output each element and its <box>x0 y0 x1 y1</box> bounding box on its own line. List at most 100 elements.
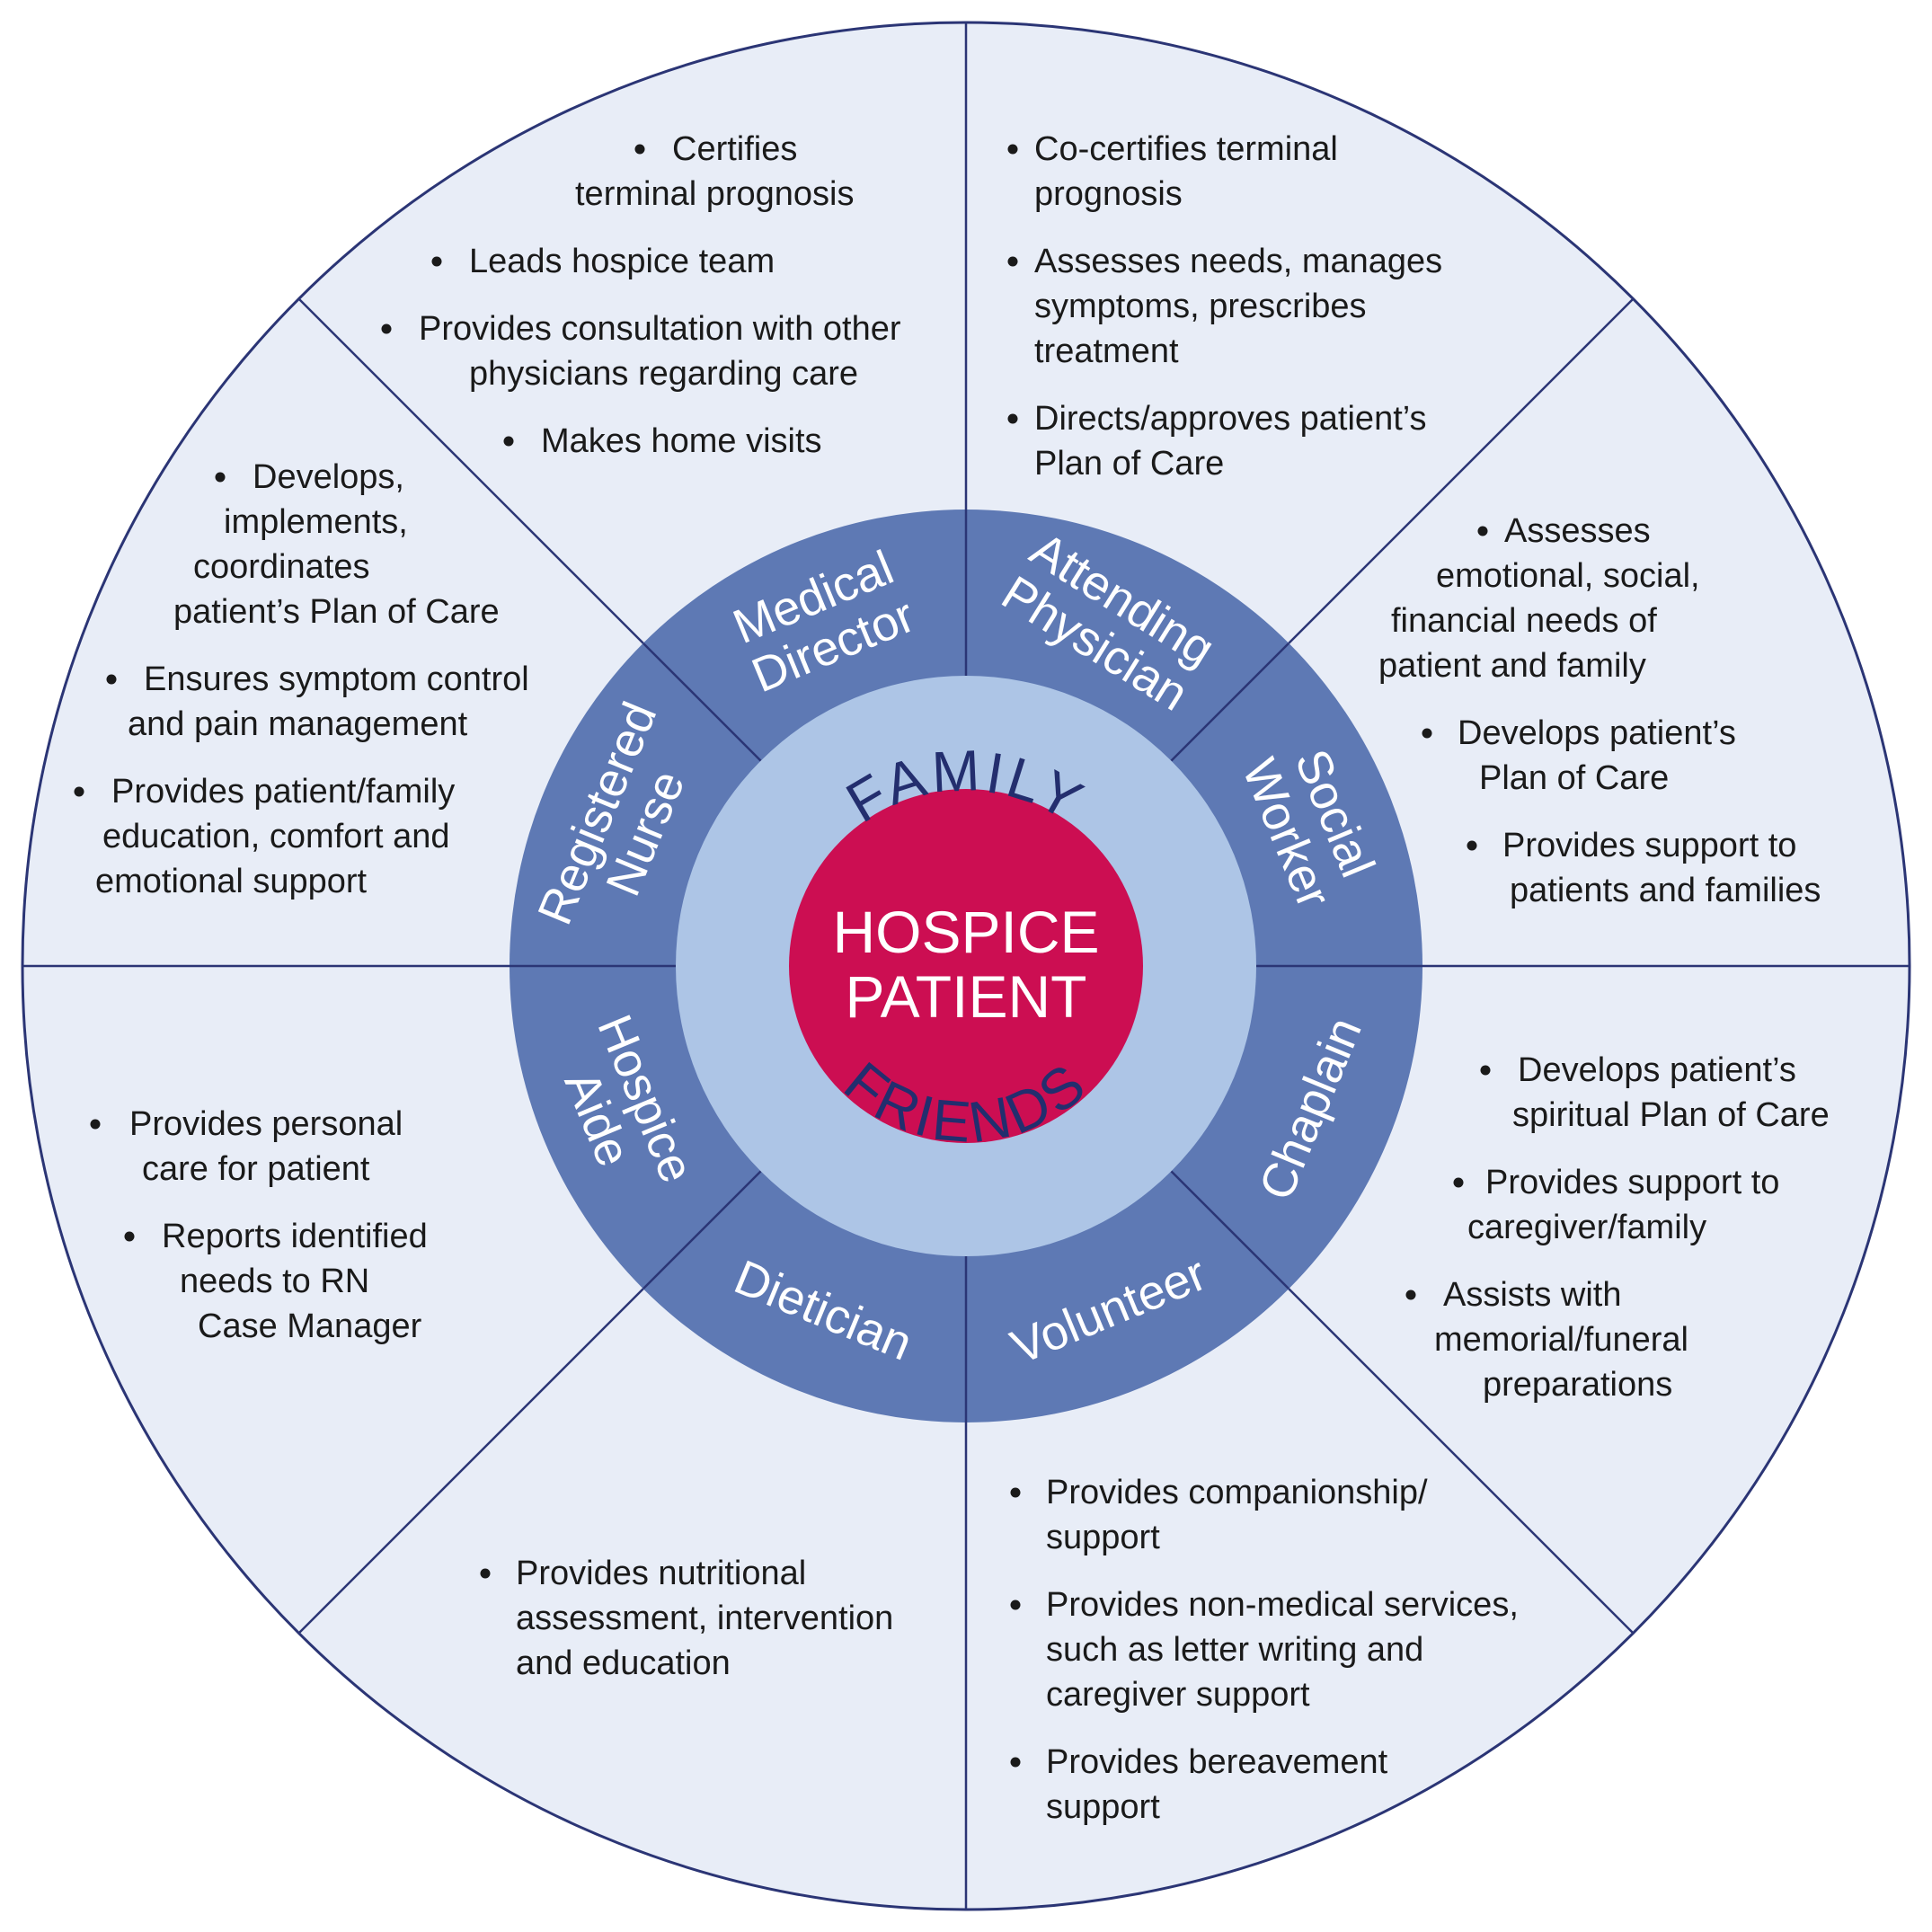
responsibility-line: prognosis <box>1034 175 1183 213</box>
responsibility-line: support <box>1046 1788 1160 1826</box>
bullet-icon <box>106 674 117 685</box>
responsibility-line: Provides nutritional <box>516 1555 806 1592</box>
responsibility-line: and pain management <box>128 705 468 743</box>
responsibility-line: Provides companionship/ <box>1046 1474 1428 1511</box>
bullet-icon <box>1453 1177 1464 1188</box>
bullet-icon <box>1010 1757 1021 1768</box>
responsibility-line: caregiver support <box>1046 1676 1310 1714</box>
responsibilities-registered-nurse: Develops, implements, coordinates patient’s… <box>74 458 529 900</box>
responsibility-line: Plan of Care <box>1479 759 1669 797</box>
responsibility-line: Develops, <box>253 458 404 496</box>
responsibility-line: Provides bereavement <box>1046 1743 1388 1781</box>
responsibility-item: Provides companionship/support <box>1010 1474 1428 1556</box>
responsibility-line: Reports identified <box>162 1218 428 1255</box>
responsibility-line: Develops patient’s <box>1518 1051 1796 1089</box>
responsibility-line: terminal prognosis <box>575 175 854 213</box>
responsibility-line: education, comfort and <box>102 818 450 855</box>
responsibility-item: Leads hospice team <box>431 243 775 280</box>
responsibility-line: patient’s Plan of Care <box>173 593 500 631</box>
bullet-icon <box>1007 256 1018 267</box>
responsibility-line: Makes home visits <box>541 422 822 460</box>
responsibility-line: Provides consultation with other <box>419 310 901 348</box>
bullet-icon <box>431 256 442 267</box>
responsibility-line: assessment, intervention <box>516 1600 893 1637</box>
bullet-icon <box>381 323 392 334</box>
bullet-icon <box>503 436 514 447</box>
responsibility-line: preparations <box>1483 1366 1672 1404</box>
responsibility-line: Co-certifies terminal <box>1034 130 1338 168</box>
responsibility-line: Directs/approves patient’s <box>1034 400 1427 438</box>
responsibility-line: care for patient <box>142 1150 370 1188</box>
responsibility-line: patients and families <box>1510 872 1821 909</box>
bullet-icon <box>1010 1487 1021 1498</box>
responsibility-line: physicians regarding care <box>469 355 858 393</box>
responsibility-item: Provides personal care for patient <box>90 1105 403 1188</box>
responsibility-line: Develops patient’s <box>1458 714 1736 752</box>
responsibility-line: Leads hospice team <box>469 243 775 280</box>
responsibility-line: Provides support to <box>1502 827 1796 864</box>
responsibility-line: emotional, social, <box>1436 557 1700 595</box>
bullet-icon <box>1422 728 1432 739</box>
responsibility-item: Provides consultation with other physicia… <box>381 310 901 393</box>
responsibility-item: Makes home visits <box>503 422 822 460</box>
bullet-icon <box>1467 840 1477 851</box>
bullet-icon <box>124 1231 135 1242</box>
responsibilities-hospice-aide: Provides personal care for patientReports… <box>90 1105 428 1345</box>
bullet-icon <box>634 144 645 155</box>
responsibility-line: symptoms, prescribes <box>1034 288 1367 325</box>
responsibility-item: Assesses needs, manages symptoms, prescri… <box>1007 243 1442 370</box>
responsibility-line: Case Manager <box>198 1307 422 1345</box>
bullet-icon <box>1405 1289 1416 1300</box>
responsibility-item: Provides bereavement support <box>1010 1743 1388 1826</box>
responsibility-line: Provides personal <box>129 1105 403 1143</box>
center-line-1: HOSPICE <box>832 899 1099 965</box>
responsibility-line: needs to RN <box>180 1263 369 1300</box>
responsibility-line: such as letter writing and <box>1046 1631 1423 1669</box>
bullet-icon <box>1010 1600 1021 1610</box>
responsibility-item: Ensures symptom control and pain manageme… <box>106 660 529 743</box>
bullet-icon <box>1007 413 1018 424</box>
responsibility-line: Ensures symptom control <box>144 660 529 698</box>
responsibility-line: coordinates <box>193 548 369 586</box>
responsibilities-dietician: Provides nutritional assessment, interven… <box>480 1555 893 1682</box>
responsibility-line: Assesses needs, manages <box>1034 243 1442 280</box>
responsibility-line: patient and family <box>1378 647 1646 685</box>
responsibility-line: Assesses <box>1504 512 1651 550</box>
responsibility-line: and education <box>516 1644 731 1682</box>
responsibility-line: Provides non-medical services, <box>1046 1586 1519 1624</box>
responsibility-item: Co-certifies terminal prognosis <box>1007 130 1338 213</box>
bullet-icon <box>90 1119 101 1130</box>
bullet-icon <box>215 472 226 483</box>
bullet-icon <box>480 1568 491 1579</box>
hospice-patient-core <box>789 789 1143 1143</box>
responsibility-line: implements, <box>224 503 408 541</box>
responsibility-item: Provides non-medical services, such as le… <box>1010 1586 1519 1714</box>
responsibility-line: treatment <box>1034 332 1179 370</box>
bullet-icon <box>1007 144 1018 155</box>
responsibility-line: Provides patient/family <box>111 773 455 811</box>
responsibility-line: memorial/funeral <box>1434 1321 1688 1359</box>
bullet-icon <box>74 786 84 797</box>
bullet-icon <box>1477 526 1488 536</box>
responsibility-line: Plan of Care <box>1034 445 1224 483</box>
responsibility-line: emotional support <box>95 863 368 900</box>
bullet-icon <box>1480 1065 1491 1076</box>
center-line-2: PATIENT <box>846 963 1087 1030</box>
responsibility-item: Certifies terminal prognosis <box>575 130 854 213</box>
responsibility-line: Certifies <box>672 130 797 168</box>
responsibility-line: Provides support to <box>1485 1164 1779 1201</box>
responsibility-line: support <box>1046 1519 1160 1556</box>
responsibility-item: Provides nutritional assessment, interven… <box>480 1555 893 1682</box>
